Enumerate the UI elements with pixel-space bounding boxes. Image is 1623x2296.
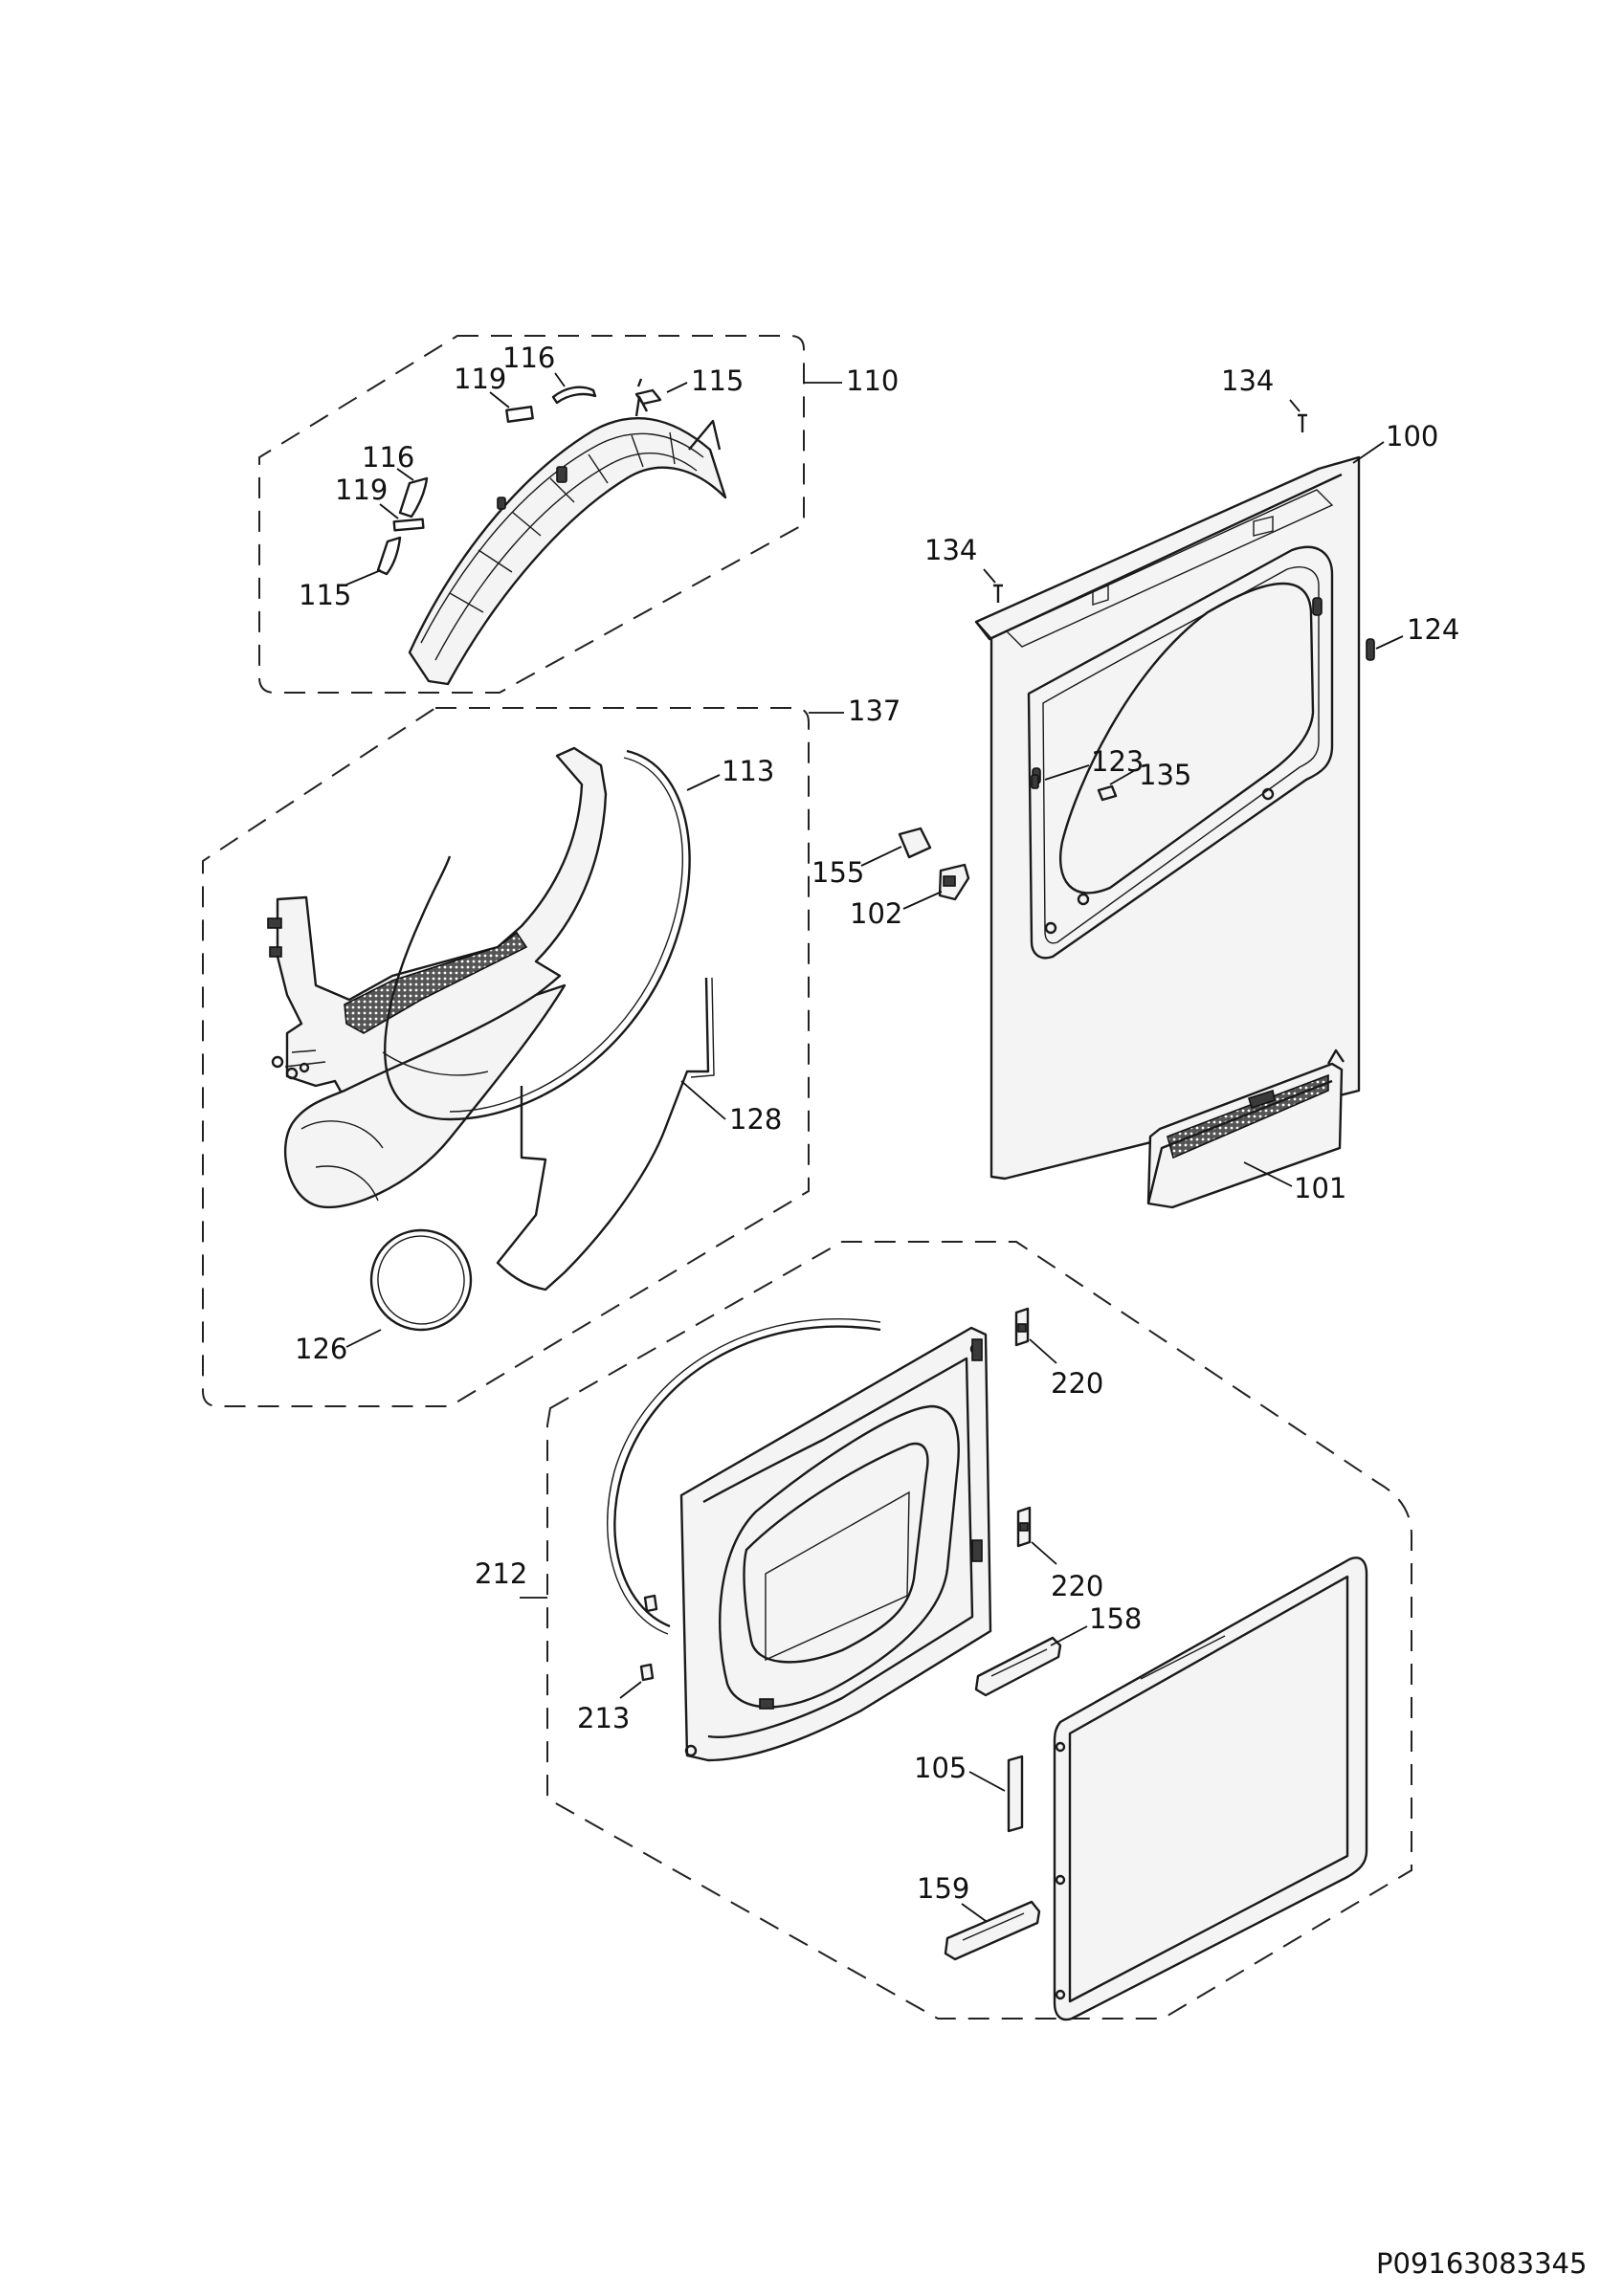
callout-102: 102 [850, 897, 902, 930]
group-137: 137 113 128 126 [202, 695, 900, 1407]
callout-212: 212 [475, 1557, 527, 1590]
leader-115-lower [344, 569, 382, 586]
callout-128: 128 [729, 1103, 782, 1136]
leader-126 [345, 1329, 382, 1348]
callout-220-upper: 220 [1051, 1367, 1103, 1400]
part-135 [1097, 784, 1118, 802]
leader-159 [961, 1903, 987, 1922]
group-212: 212 220 220 158 213 [475, 1241, 1412, 2021]
leader-128 [680, 1080, 726, 1120]
callout-134-top: 134 [1221, 364, 1274, 397]
leader-134-top [1289, 399, 1301, 412]
callout-159: 159 [917, 1872, 969, 1905]
front-bearing-bracket [267, 746, 608, 1100]
leader-158 [1050, 1625, 1088, 1646]
group-110: 110 115 116 119 116 119 115 [258, 335, 899, 694]
leader-100 [1352, 441, 1385, 464]
group-110-border [258, 335, 805, 694]
handle-159 [944, 1900, 1041, 1961]
leader-116-upper [554, 372, 566, 387]
callout-124: 124 [1407, 613, 1459, 646]
clip-213 [639, 1663, 655, 1682]
leader-102 [902, 891, 943, 910]
callout-116-upper: 116 [502, 342, 555, 374]
callout-126: 126 [295, 1333, 347, 1365]
leader-105 [968, 1771, 1006, 1792]
callout-100: 100 [1386, 420, 1438, 453]
strip-116-upper [551, 386, 597, 405]
handle-bracket-158 [974, 1636, 1062, 1697]
group-212-border [546, 1241, 1412, 2020]
pad-119-lower [392, 518, 425, 532]
leader-119-lower [379, 503, 399, 519]
screw-134-top [1298, 413, 1307, 432]
outer-door-panel [1053, 1556, 1368, 2021]
leader-113 [686, 774, 721, 791]
callout-123: 123 [1091, 745, 1144, 778]
callout-101: 101 [1294, 1172, 1346, 1204]
seal-128 [496, 977, 710, 1292]
leader-155 [860, 846, 902, 867]
callout-158: 158 [1089, 1602, 1142, 1635]
screw-134-left [993, 584, 1003, 603]
pad-119-upper [505, 406, 534, 423]
leader-101 [1243, 1161, 1293, 1187]
leader-213 [619, 1681, 642, 1699]
seal-113 [384, 749, 691, 1121]
leader-124 [1375, 635, 1404, 650]
lint-duct-funnel [284, 983, 567, 1209]
block-105 [1007, 1755, 1024, 1833]
callout-110: 110 [846, 364, 899, 397]
leader-135 [1109, 768, 1138, 785]
callout-115-upper: 115 [691, 364, 744, 397]
group-137-border [202, 707, 810, 1407]
leader-134-left [983, 568, 996, 584]
callout-115-lower: 115 [299, 579, 351, 611]
part-155 [898, 827, 932, 859]
callout-137: 137 [848, 695, 900, 727]
filter-drawer-101: 101 [1146, 1049, 1346, 1209]
callout-113: 113 [722, 755, 774, 787]
duct-bracket-part [408, 395, 727, 686]
part-123 [1031, 774, 1039, 789]
callout-119-upper: 119 [454, 363, 506, 395]
callout-116-lower: 116 [362, 441, 414, 474]
callout-220-lower: 220 [1051, 1570, 1103, 1602]
clip-115-upper [634, 378, 662, 406]
callout-134-left: 134 [924, 534, 977, 566]
strip-116-lower [398, 476, 429, 519]
callout-213: 213 [577, 1702, 630, 1734]
leader-220-lower [1031, 1541, 1057, 1565]
leader-220-upper [1029, 1338, 1057, 1364]
leader-123 [1044, 764, 1090, 781]
callout-119-lower: 119 [335, 474, 388, 506]
leader-115-upper [666, 382, 688, 393]
callout-155: 155 [812, 856, 864, 889]
document-id: P09163083345 [1376, 2247, 1587, 2280]
clip-115-lower [376, 536, 402, 576]
door-seal [613, 1325, 881, 1628]
leader-119-upper [489, 391, 510, 408]
callout-135: 135 [1139, 759, 1191, 791]
ring-126 [369, 1228, 473, 1332]
door-glass [719, 1404, 960, 1709]
front-panel-100: 124 134 134 100 123 135 [924, 364, 1459, 1181]
callout-105: 105 [914, 1752, 967, 1784]
leader-116-lower [396, 468, 414, 481]
clip-213-b [643, 1594, 658, 1613]
